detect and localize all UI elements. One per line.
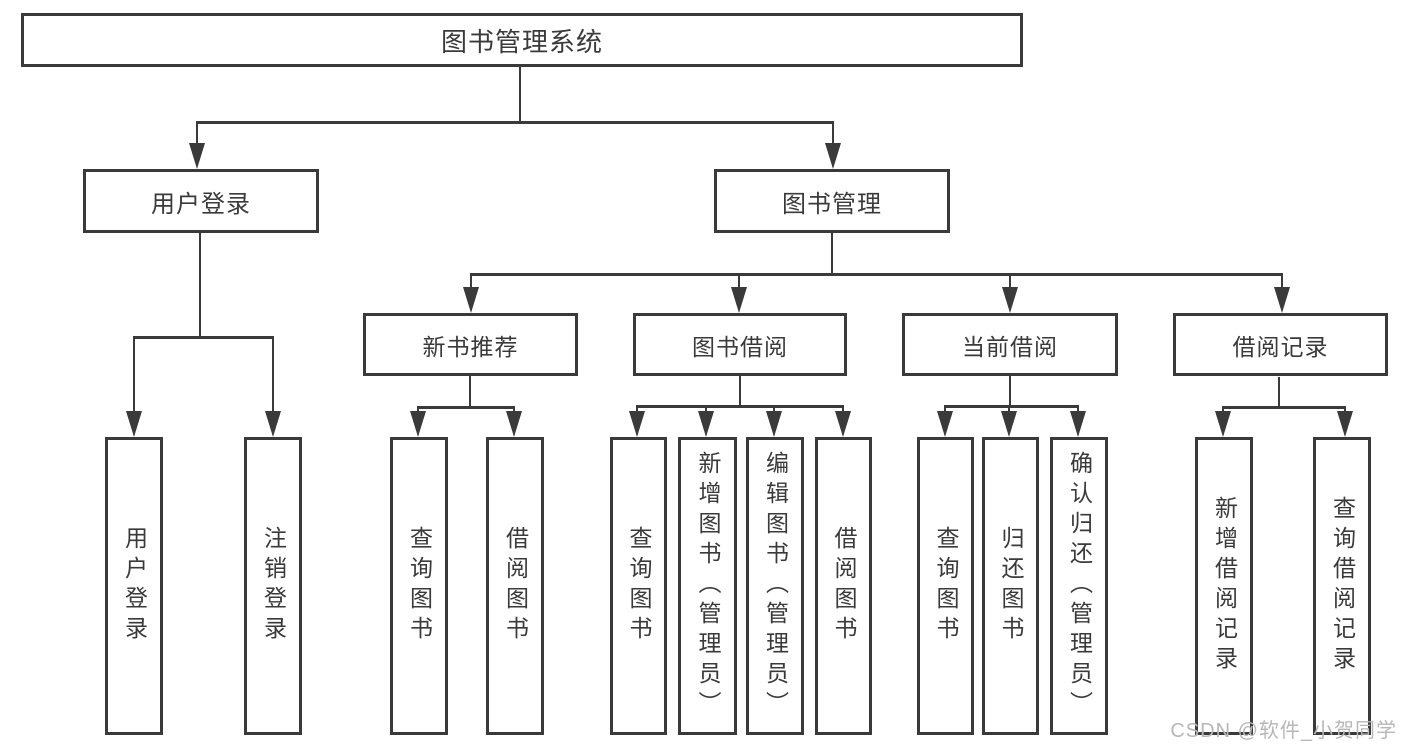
node-label: 查询图书 bbox=[626, 526, 652, 646]
node-label: 借阅记录 bbox=[1232, 333, 1329, 360]
arrow-down-icon bbox=[731, 287, 747, 313]
arrow-down-icon bbox=[1337, 411, 1353, 437]
node-label: 查询借阅记录 bbox=[1329, 496, 1356, 676]
node-query-books-borrowing: 查询图书 bbox=[610, 437, 667, 735]
node-add-book-admin: 新增图书（管理员） bbox=[678, 437, 737, 735]
arrow-down-icon bbox=[506, 411, 522, 437]
arrow-down-icon bbox=[629, 411, 645, 437]
node-book-management: 图书管理 bbox=[714, 169, 950, 233]
node-label: 图书管理系统 bbox=[440, 26, 603, 57]
arrow-down-icon bbox=[189, 143, 205, 169]
node-label: 当前借阅 bbox=[962, 333, 1058, 360]
node-add-borrow-record: 新增借阅记录 bbox=[1195, 437, 1253, 735]
node-label: 图书借阅 bbox=[692, 333, 788, 360]
arrow-down-icon bbox=[463, 287, 479, 313]
arrow-down-icon bbox=[835, 411, 851, 437]
node-label: 新增借阅记录 bbox=[1211, 496, 1238, 676]
node-confirm-return-admin: 确认归还（管理员） bbox=[1050, 437, 1108, 735]
arrow-down-icon bbox=[126, 411, 142, 437]
arrow-down-icon bbox=[265, 411, 281, 437]
node-label: 用户登录 bbox=[121, 526, 148, 646]
arrow-down-icon bbox=[1215, 411, 1231, 437]
node-library-management-system: 图书管理系统 bbox=[21, 13, 1023, 67]
arrow-down-icon bbox=[410, 411, 426, 437]
node-return-books: 归还图书 bbox=[982, 437, 1039, 735]
arrow-down-icon bbox=[937, 411, 953, 437]
arrow-down-icon bbox=[1002, 287, 1018, 313]
node-new-book-recommend: 新书推荐 bbox=[363, 313, 578, 376]
arrow-down-icon bbox=[1001, 411, 1017, 437]
node-query-borrow-record: 查询借阅记录 bbox=[1313, 437, 1371, 735]
node-edit-book-admin: 编辑图书（管理员） bbox=[746, 437, 804, 735]
node-book-borrowing: 图书借阅 bbox=[633, 313, 847, 376]
node-user-login: 用户登录 bbox=[83, 169, 319, 233]
node-label: 编辑图书（管理员） bbox=[762, 451, 789, 721]
arrow-down-icon bbox=[766, 411, 782, 437]
node-current-borrowing: 当前借阅 bbox=[902, 313, 1118, 376]
node-label: 注销登录 bbox=[260, 526, 287, 646]
node-label: 新书推荐 bbox=[422, 333, 519, 360]
node-label: 新增图书（管理员） bbox=[695, 451, 721, 721]
watermark-text: CSDN @软件_小贺同学 bbox=[1170, 720, 1397, 742]
node-borrow-books-recommend: 借阅图书 bbox=[486, 437, 544, 735]
node-user-login-leaf: 用户登录 bbox=[105, 437, 163, 735]
node-borrow-books-borrowing: 借阅图书 bbox=[815, 437, 872, 735]
node-label: 确认归还（管理员） bbox=[1066, 451, 1093, 721]
node-query-books-recommend: 查询图书 bbox=[390, 437, 448, 735]
arrow-down-icon bbox=[1274, 287, 1290, 313]
node-label: 图书管理 bbox=[782, 190, 882, 218]
node-label: 查询图书 bbox=[406, 526, 433, 646]
node-label: 查询图书 bbox=[933, 526, 959, 646]
arrow-down-icon bbox=[825, 143, 841, 169]
arrow-down-icon bbox=[1070, 411, 1086, 437]
node-label: 借阅图书 bbox=[502, 526, 529, 646]
node-label: 归还图书 bbox=[998, 526, 1024, 646]
node-query-books-current: 查询图书 bbox=[917, 437, 974, 735]
node-logout-leaf: 注销登录 bbox=[244, 437, 302, 735]
node-label: 用户登录 bbox=[151, 190, 251, 218]
node-borrowing-records: 借阅记录 bbox=[1173, 313, 1388, 376]
arrow-down-icon bbox=[698, 411, 714, 437]
node-label: 借阅图书 bbox=[831, 526, 857, 646]
